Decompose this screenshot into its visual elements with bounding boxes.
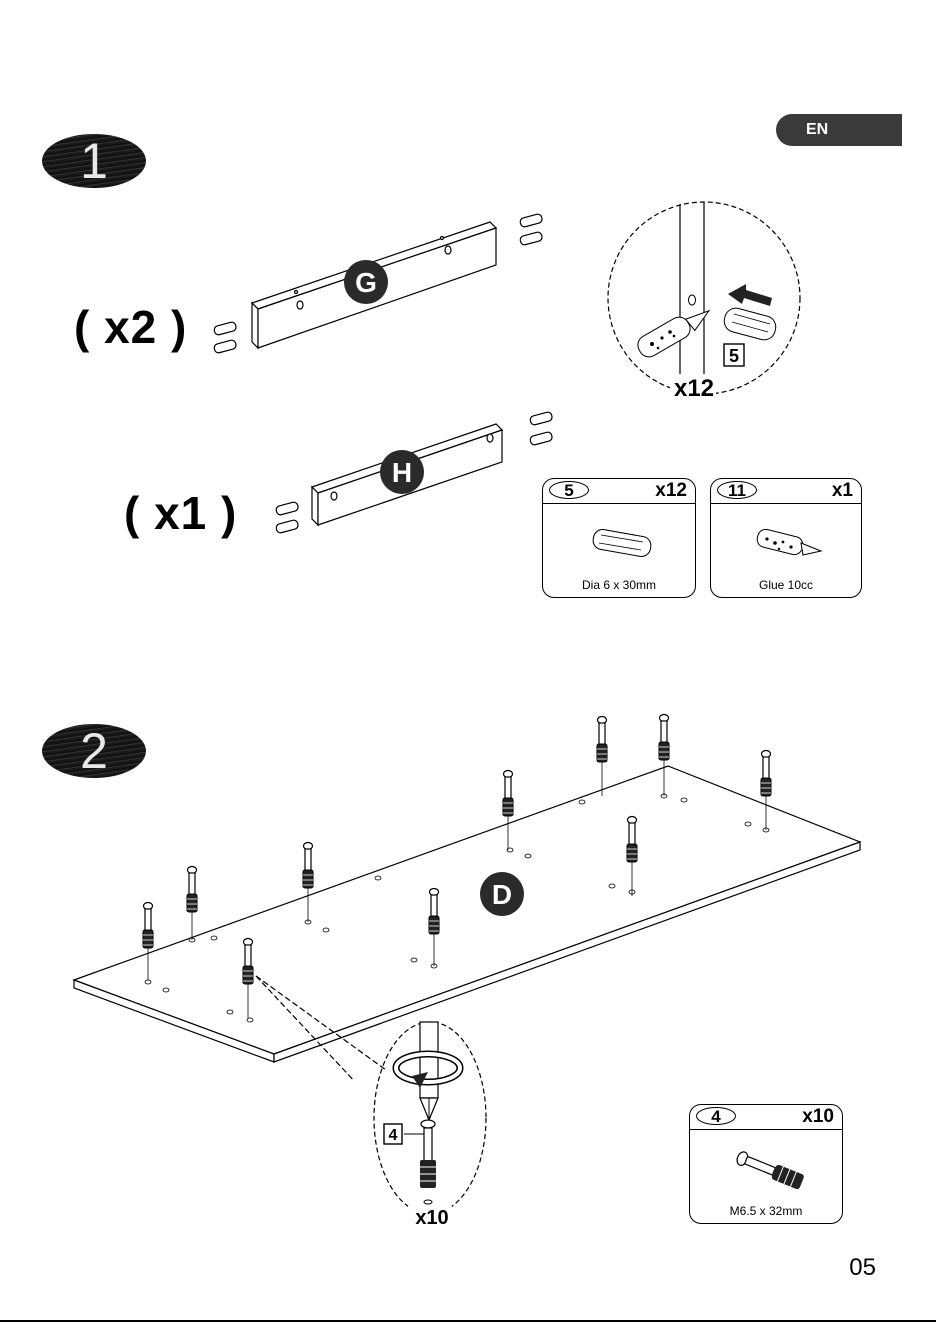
part-count: x12: [655, 480, 687, 502]
screw-icon: [730, 1143, 816, 1199]
glue-bottle-icon: [634, 311, 711, 361]
rail-h-label: H: [392, 457, 412, 488]
language-tab: EN: [776, 114, 902, 146]
footer-divider: [0, 1320, 936, 1322]
dowel-icon: [722, 306, 778, 343]
dowel-icon: [587, 521, 657, 565]
detail-count: x12: [674, 375, 714, 402]
part-description: Glue 10cc: [711, 578, 861, 592]
rail-g-quantity: ( x2 ): [74, 300, 187, 354]
dowel-detail-callout: 5 x12: [600, 196, 810, 406]
detail-part-ref: 5: [729, 346, 739, 366]
screw-detail-callout: 4 x10: [362, 1016, 492, 1230]
part-number: 4: [696, 1107, 736, 1125]
step-1-number: 1: [80, 136, 108, 186]
part-count: x10: [802, 1106, 834, 1128]
insert-arrow-icon: [728, 284, 772, 306]
part-count: x1: [832, 480, 853, 502]
rails-illustration: G H: [200, 200, 580, 560]
panel-d-label-badge: D: [480, 872, 524, 916]
rail-g-label: G: [355, 267, 377, 298]
glue-bottle-icon: [751, 523, 841, 567]
part-card-4: 4 x10 M6.5 x 32mm: [689, 1104, 843, 1224]
detail-part-ref: 4: [389, 1127, 398, 1144]
rail-g-end-face: [252, 303, 258, 348]
part-description: M6.5 x 32mm: [690, 1204, 842, 1218]
part-card-5: 5 x12 Dia 6 x 30mm: [542, 478, 696, 598]
screw-icon: [420, 1120, 436, 1204]
page-number: 05: [849, 1254, 876, 1282]
part-number: 11: [717, 481, 757, 499]
part-description: Dia 6 x 30mm: [543, 578, 695, 592]
step-1-badge: 1: [42, 134, 146, 188]
rail-h-label-badge: H: [380, 450, 424, 494]
panel-d-label: D: [492, 879, 512, 910]
detail-count: x10: [415, 1207, 448, 1229]
rail-g-label-badge: G: [344, 260, 388, 304]
rail-h-end-face: [312, 487, 318, 525]
part-card-11: 11 x1 Glue 10cc: [710, 478, 862, 598]
part-number: 5: [549, 481, 589, 499]
